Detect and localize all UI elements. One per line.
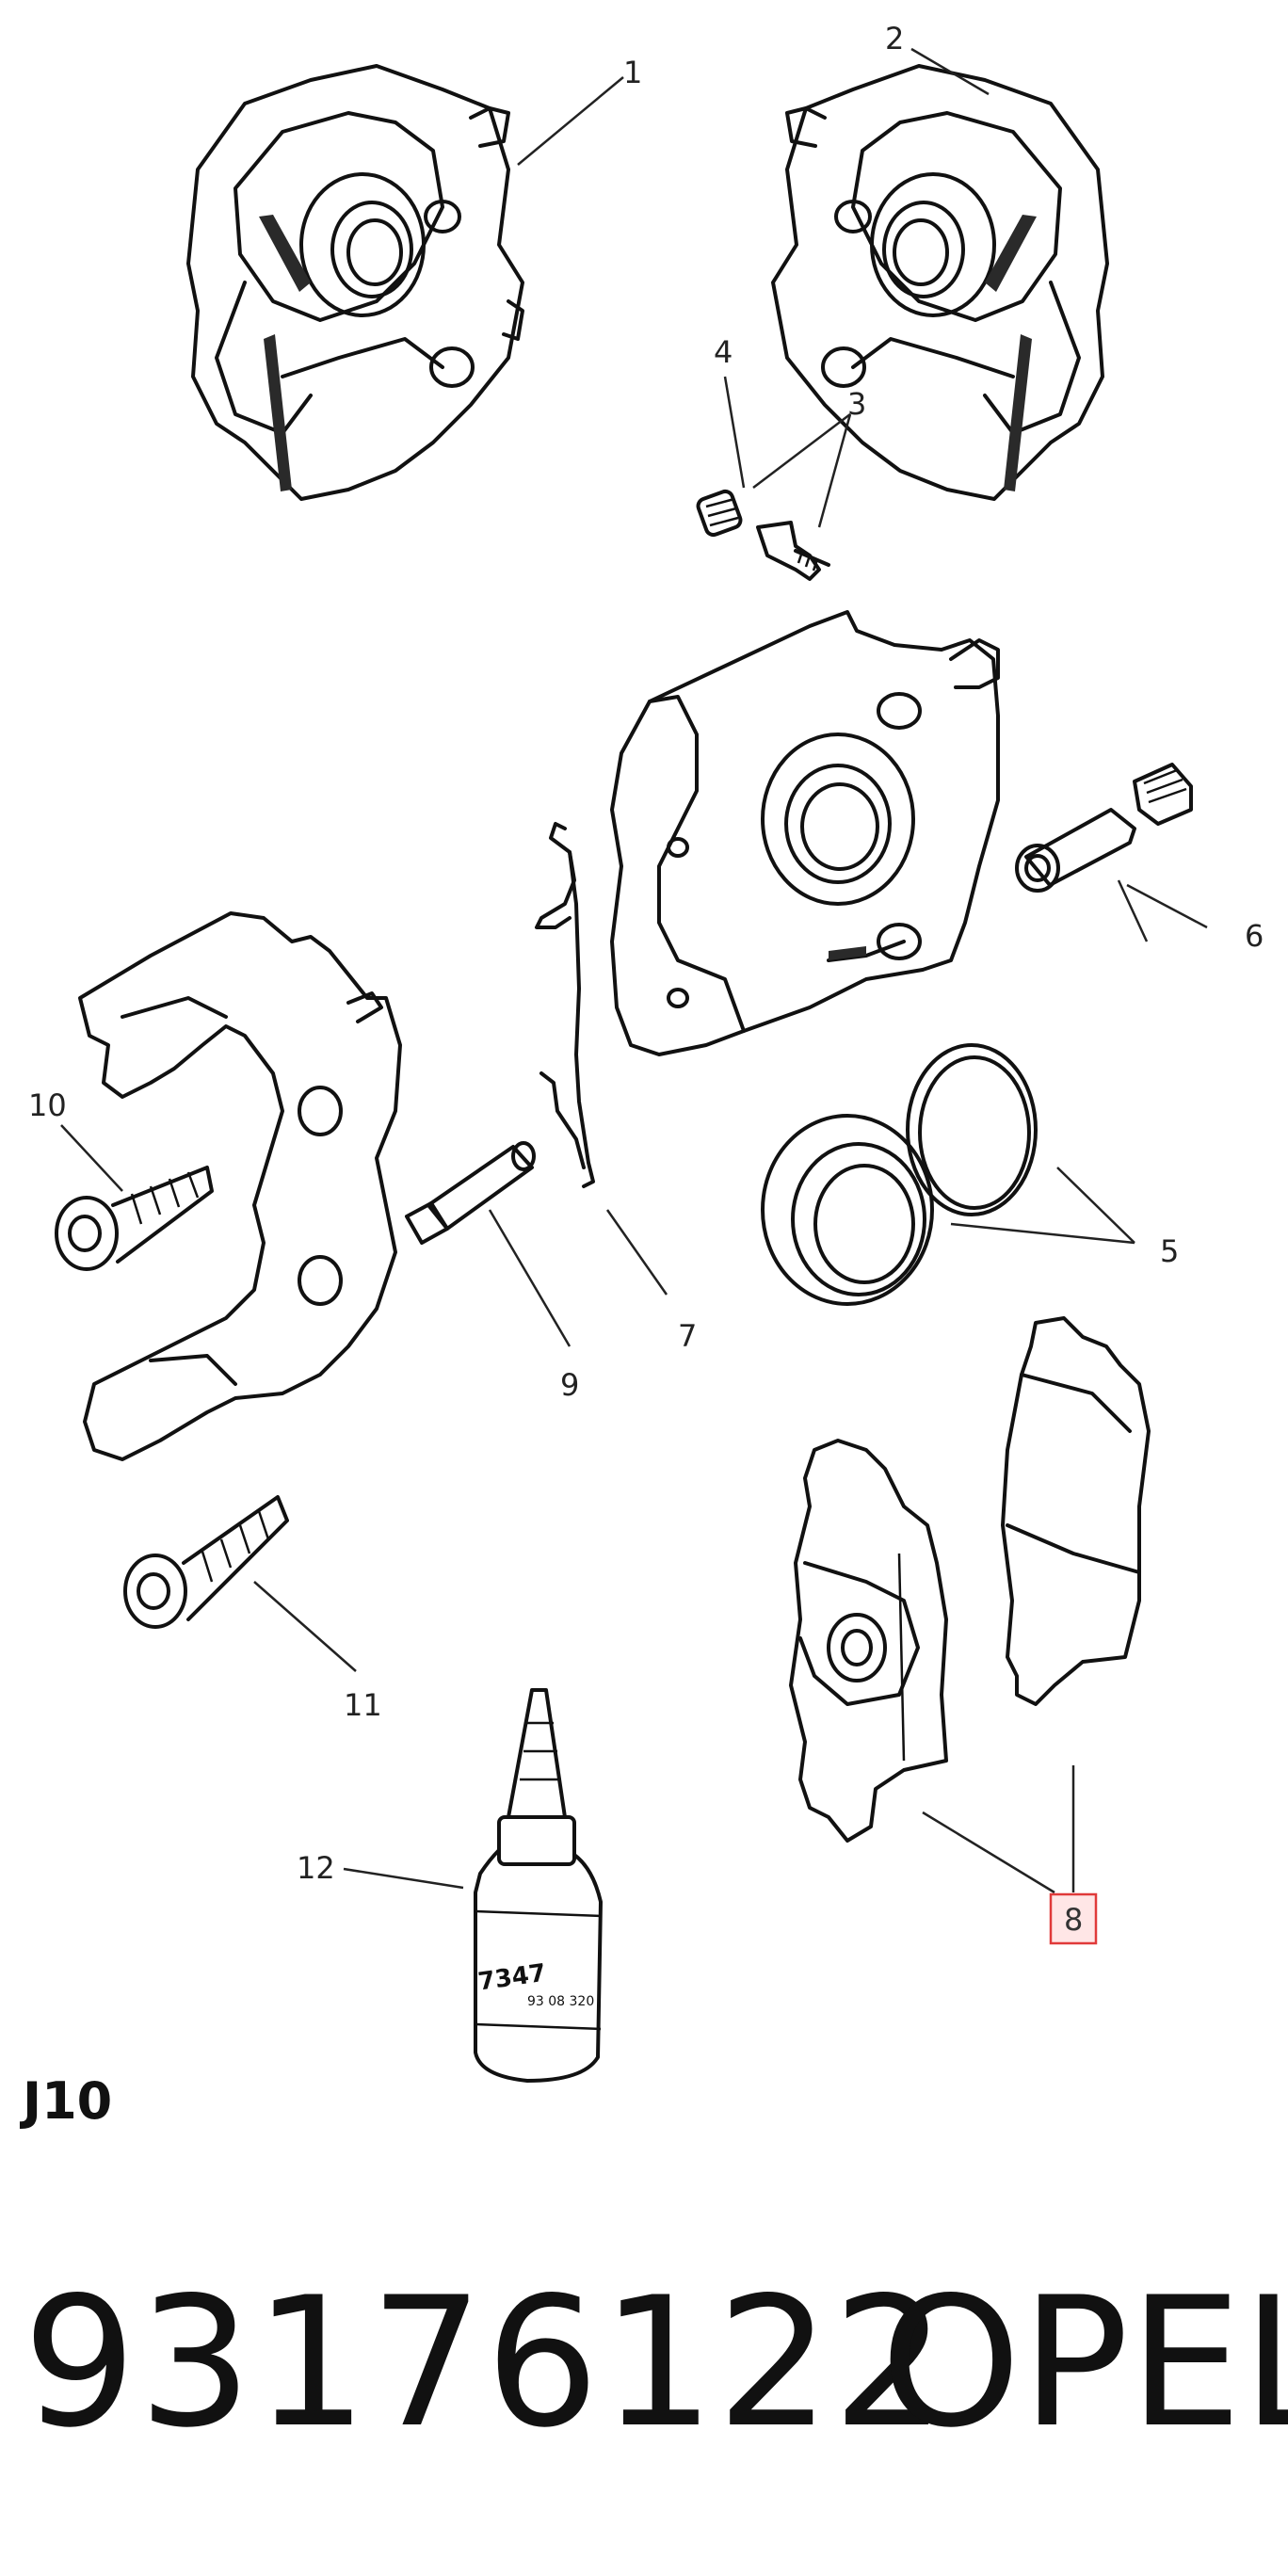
part-10-bolt — [55, 1166, 214, 1271]
callout-1: 1 — [623, 55, 642, 90]
leader-lines — [60, 47, 1208, 1894]
bottle-sublabel: 93 08 320 — [527, 1994, 594, 2009]
page-code: J10 — [23, 2071, 113, 2131]
callout-5: 5 — [1160, 1233, 1179, 1269]
part-12-threadlock-bottle: 7347 93 08 320 — [474, 1688, 603, 2083]
callout-10: 10 — [28, 1087, 67, 1123]
part-number: 93176122 — [23, 2259, 949, 2467]
part-9-guide-pin — [405, 1141, 536, 1245]
callout-9: 9 — [560, 1367, 579, 1403]
callout-7: 7 — [678, 1318, 697, 1354]
part-8-brake-pads — [789, 1316, 1151, 1843]
callout-4: 4 — [714, 334, 733, 370]
part-1-caliper-left — [186, 64, 524, 501]
callout-8-highlighted: 8 — [1064, 1902, 1083, 1938]
part-11-bolt — [123, 1495, 289, 1629]
part-6-guide-bush — [1015, 763, 1193, 893]
callout-6: 6 — [1245, 918, 1264, 954]
callout-3: 3 — [847, 386, 866, 422]
part-7-spring — [535, 822, 595, 1188]
part-2-caliper-right — [771, 64, 1109, 501]
caliper-housing — [610, 610, 1000, 1056]
part-3-bleed-screw — [756, 521, 830, 581]
part-5-seals — [761, 1043, 1038, 1306]
callout-8-highlight[interactable]: 8 — [1049, 1892, 1098, 1945]
callout-11: 11 — [344, 1687, 382, 1723]
bottle-label: 7347 — [476, 1959, 548, 1997]
callout-labels: 1 2 3 4 5 6 7 8 9 10 11 12 8 — [28, 21, 1264, 1945]
caliper-bracket — [78, 911, 402, 1461]
callout-12: 12 — [297, 1850, 335, 1886]
part-4-bleed-cap — [696, 489, 743, 538]
brand-name: OPEL — [880, 2259, 1288, 2467]
callout-2: 2 — [885, 21, 904, 56]
